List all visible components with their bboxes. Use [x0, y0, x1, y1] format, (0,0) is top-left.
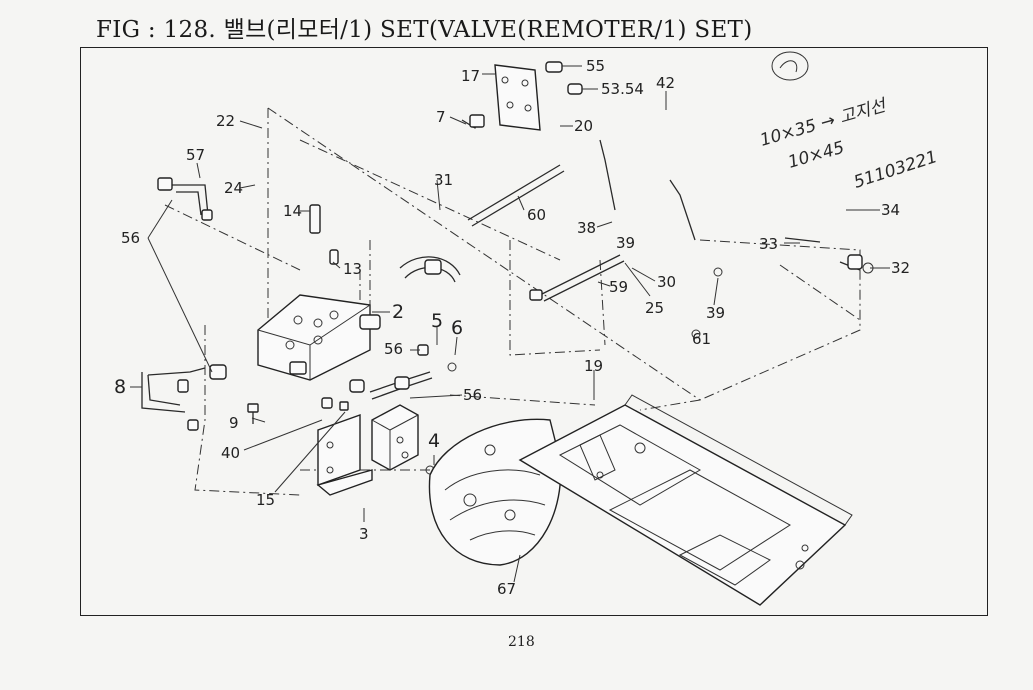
- callout-31: 31: [434, 171, 453, 189]
- callout-56-top: 56: [121, 229, 140, 247]
- control-rods: [461, 114, 696, 302]
- callout-20: 20: [574, 117, 593, 135]
- callout-30: 30: [657, 273, 676, 291]
- manifold-block: [316, 404, 419, 496]
- callout-61: 61: [692, 330, 711, 348]
- page-number: 218: [508, 634, 535, 650]
- callout-7: 7: [436, 108, 446, 126]
- callout-14: 14: [283, 202, 302, 220]
- figure-title: FIG : 128. 밸브(리모터/1) SET(VALVE(REMOTER/1…: [96, 17, 753, 43]
- callout-56-mid: 56: [384, 340, 403, 358]
- callout-59: 59: [609, 278, 628, 296]
- fasteners: [247, 204, 457, 475]
- callout-33: 33: [759, 235, 778, 253]
- callout-13: 13: [343, 260, 362, 278]
- transmission-housing: [428, 418, 562, 566]
- ink-stamp-circle: [771, 51, 809, 81]
- callout-9: 9: [229, 414, 239, 432]
- callout-25: 25: [645, 299, 664, 317]
- mounting-bracket: [494, 61, 583, 131]
- callout-2: 2: [392, 301, 404, 323]
- callout-55: 55: [586, 57, 605, 75]
- callout-38: 38: [577, 219, 596, 237]
- callout-32: 32: [891, 259, 910, 277]
- handwritten-note-3: 51103221: [851, 147, 939, 193]
- callout-53-54: 53.54: [601, 80, 644, 98]
- callout-24: 24: [224, 179, 243, 197]
- callout-39-bottom: 39: [706, 304, 725, 322]
- diagram-frame: [80, 47, 988, 616]
- callout-labels: 17 55 53.54 42 7 20 22 57 24 31 60 14 13…: [114, 57, 910, 598]
- reference-lines: [164, 107, 861, 496]
- callout-5: 5: [431, 310, 443, 332]
- callout-17: 17: [461, 67, 480, 85]
- callout-22: 22: [216, 112, 235, 130]
- callout-8: 8: [114, 376, 126, 398]
- callout-39-top: 39: [616, 234, 635, 252]
- callout-3: 3: [359, 525, 369, 543]
- callout-67: 67: [497, 580, 516, 598]
- floor-plate: [518, 394, 853, 606]
- callout-60: 60: [527, 206, 546, 224]
- callout-15: 15: [256, 491, 275, 509]
- callout-34: 34: [881, 201, 900, 219]
- leader-lines: [130, 65, 890, 583]
- callout-40: 40: [221, 444, 240, 462]
- callout-6: 6: [451, 317, 463, 339]
- valve-block: [257, 294, 381, 381]
- callout-42: 42: [656, 74, 675, 92]
- handwritten-annotations: 10×35 → 고지선 10×45 51103221: [758, 51, 940, 193]
- callout-56-bottom: 56: [463, 386, 482, 404]
- hoses: [141, 177, 461, 431]
- handwritten-note-2: 10×45: [786, 138, 847, 173]
- callout-19: 19: [584, 357, 603, 375]
- callout-57: 57: [186, 146, 205, 164]
- callout-4: 4: [428, 430, 440, 452]
- lever-assembly: [691, 237, 874, 339]
